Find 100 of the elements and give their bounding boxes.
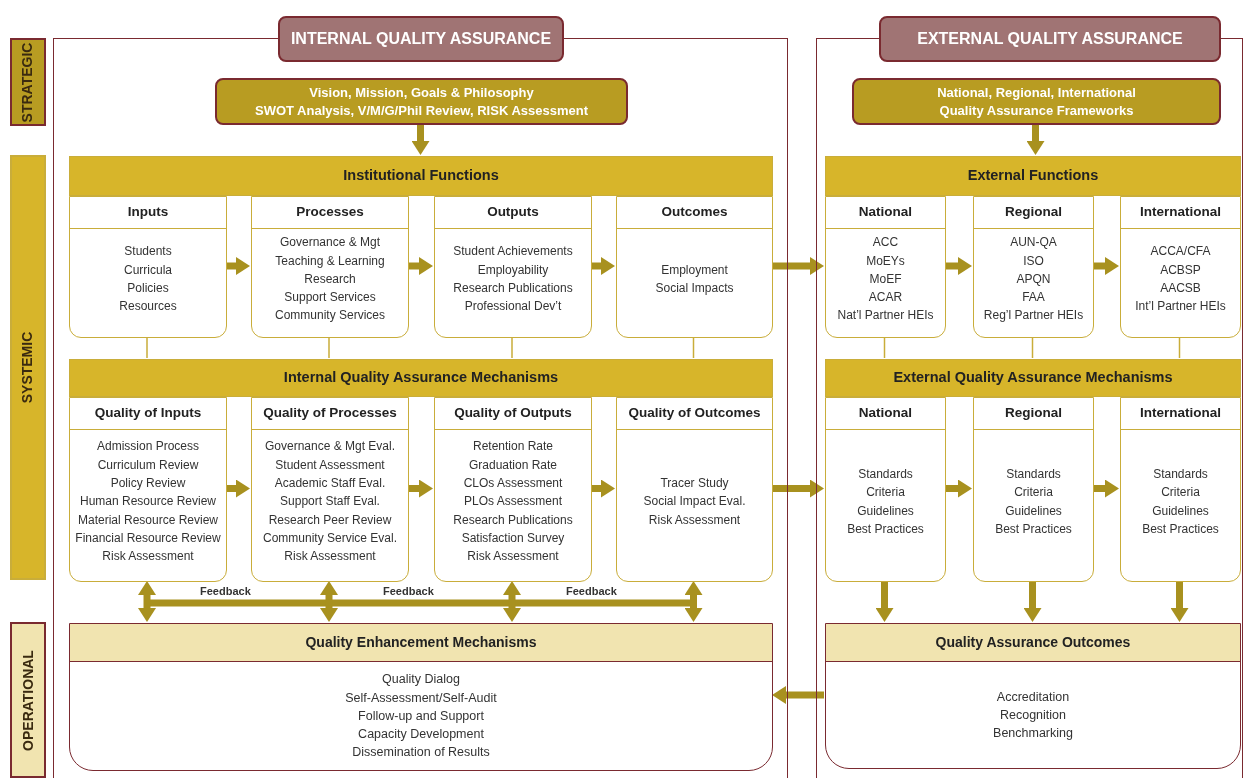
list-item: Research bbox=[304, 270, 356, 288]
list-item: Human Resource Review bbox=[79, 493, 217, 511]
connector-line bbox=[692, 336, 695, 359]
list-item: Criteria bbox=[1014, 484, 1053, 502]
double-arrow bbox=[320, 581, 338, 622]
arrow bbox=[1093, 257, 1119, 275]
list-item: Satisfaction Survey bbox=[461, 529, 565, 547]
card-header: National bbox=[826, 197, 945, 229]
box-text: Vision, Mission, Goals & Philosophy bbox=[309, 83, 534, 102]
list-item: Student Assessment bbox=[275, 456, 385, 474]
arrow bbox=[945, 257, 972, 275]
list-item: Resources bbox=[119, 298, 177, 316]
list-item: Follow-up and Support bbox=[358, 707, 484, 725]
list-item: Professional Dev’t bbox=[464, 298, 562, 316]
connector-line bbox=[328, 336, 330, 359]
card-header: Inputs bbox=[70, 197, 226, 229]
list-item: Material Resource Review bbox=[77, 511, 219, 529]
double-arrow bbox=[138, 581, 156, 622]
arrow bbox=[226, 257, 250, 275]
card-header: Outputs bbox=[435, 197, 591, 229]
list-item: Tracer Study bbox=[660, 475, 729, 493]
list-item: Policy Review bbox=[110, 475, 186, 493]
list-item: FAA bbox=[1022, 289, 1045, 307]
list-item: Financial Resource Review bbox=[75, 529, 221, 547]
connector-line bbox=[1031, 336, 1034, 359]
function-card bbox=[825, 397, 946, 582]
list-item: Research Publications bbox=[453, 511, 573, 529]
connector-line bbox=[883, 336, 886, 359]
function-card bbox=[973, 196, 1094, 338]
arrow bbox=[875, 581, 894, 622]
card-header: National bbox=[826, 398, 945, 430]
arrow bbox=[591, 257, 615, 275]
list-item: Reg’l Partner HEIs bbox=[983, 307, 1084, 325]
arrow bbox=[1023, 581, 1042, 622]
list-item: ACAR bbox=[868, 289, 903, 307]
list-item: Social Impact Eval. bbox=[643, 493, 746, 511]
arrow bbox=[591, 479, 615, 498]
connector-line bbox=[146, 336, 148, 359]
list-item: Risk Assessment bbox=[467, 548, 559, 566]
function-card bbox=[616, 397, 773, 582]
list-item: ACBSP bbox=[1160, 261, 1201, 279]
function-card bbox=[1120, 196, 1241, 338]
list-item: Standards bbox=[858, 465, 913, 483]
arrow bbox=[772, 479, 824, 498]
list-item: Retention Rate bbox=[472, 438, 554, 456]
list-item: Dissemination of Results bbox=[352, 744, 490, 762]
arrow bbox=[1093, 479, 1119, 498]
list-item: Criteria bbox=[1161, 484, 1200, 502]
list-item: Int’l Partner HEIs bbox=[1135, 298, 1226, 316]
level-label: OPERATIONAL bbox=[18, 649, 37, 751]
arrow bbox=[772, 257, 824, 275]
function-card bbox=[251, 397, 409, 582]
card-header: Regional bbox=[974, 398, 1093, 430]
list-item: ACCA/CFA bbox=[1150, 243, 1211, 261]
card-header: Outcomes bbox=[617, 197, 772, 229]
list-item: Governance & Mgt Eval. bbox=[264, 438, 396, 456]
list-item: Curriculum Review bbox=[97, 456, 199, 474]
card-header: Quality Assurance Outcomes bbox=[826, 624, 1240, 662]
list-item: Best Practices bbox=[847, 520, 924, 538]
list-item: Standards bbox=[1006, 465, 1061, 483]
list-item: Best Practices bbox=[995, 520, 1072, 538]
list-item: Best Practices bbox=[1142, 520, 1219, 538]
section-band bbox=[825, 359, 1241, 397]
arrow bbox=[411, 124, 430, 155]
list-item: Accreditation bbox=[996, 688, 1070, 706]
double-arrow bbox=[684, 581, 703, 622]
function-card bbox=[434, 196, 592, 338]
list-item: Risk Assessment bbox=[284, 548, 376, 566]
list-item: APQN bbox=[1016, 270, 1051, 288]
section-band bbox=[69, 156, 773, 196]
list-item: Social Impacts bbox=[655, 280, 734, 297]
list-item: MoEF bbox=[869, 270, 902, 288]
list-item: CLOs Assessment bbox=[463, 475, 563, 493]
list-item: AACSB bbox=[1160, 280, 1201, 297]
function-card bbox=[434, 397, 592, 582]
list-item: ISO bbox=[1023, 252, 1044, 270]
list-item: Quality Dialog bbox=[382, 671, 460, 689]
function-card bbox=[973, 397, 1094, 582]
framework-box bbox=[852, 78, 1221, 125]
arrow bbox=[1026, 124, 1045, 155]
double-arrow bbox=[503, 581, 521, 622]
arrow bbox=[226, 479, 250, 498]
list-item: ACC bbox=[872, 234, 899, 252]
list-item: Teaching & Learning bbox=[275, 252, 385, 270]
card-header: Quality of Processes bbox=[252, 398, 408, 430]
arrow bbox=[945, 479, 972, 498]
function-card bbox=[825, 196, 946, 338]
list-item: PLOs Assessment bbox=[463, 493, 562, 511]
list-item: Employment bbox=[661, 261, 728, 279]
section-band bbox=[69, 359, 773, 397]
list-item: AUN-QA bbox=[1010, 234, 1057, 252]
card-header: Regional bbox=[974, 197, 1093, 229]
list-item: Support Staff Eval. bbox=[280, 493, 380, 511]
list-item: Student Achievements bbox=[453, 243, 573, 261]
list-item: Risk Assessment bbox=[648, 511, 741, 529]
section-band bbox=[825, 156, 1241, 196]
list-item: Risk Assessment bbox=[102, 548, 194, 566]
arrow bbox=[408, 257, 433, 275]
list-item: Nat’l Partner HEIs bbox=[837, 307, 934, 325]
arrow bbox=[772, 686, 824, 704]
